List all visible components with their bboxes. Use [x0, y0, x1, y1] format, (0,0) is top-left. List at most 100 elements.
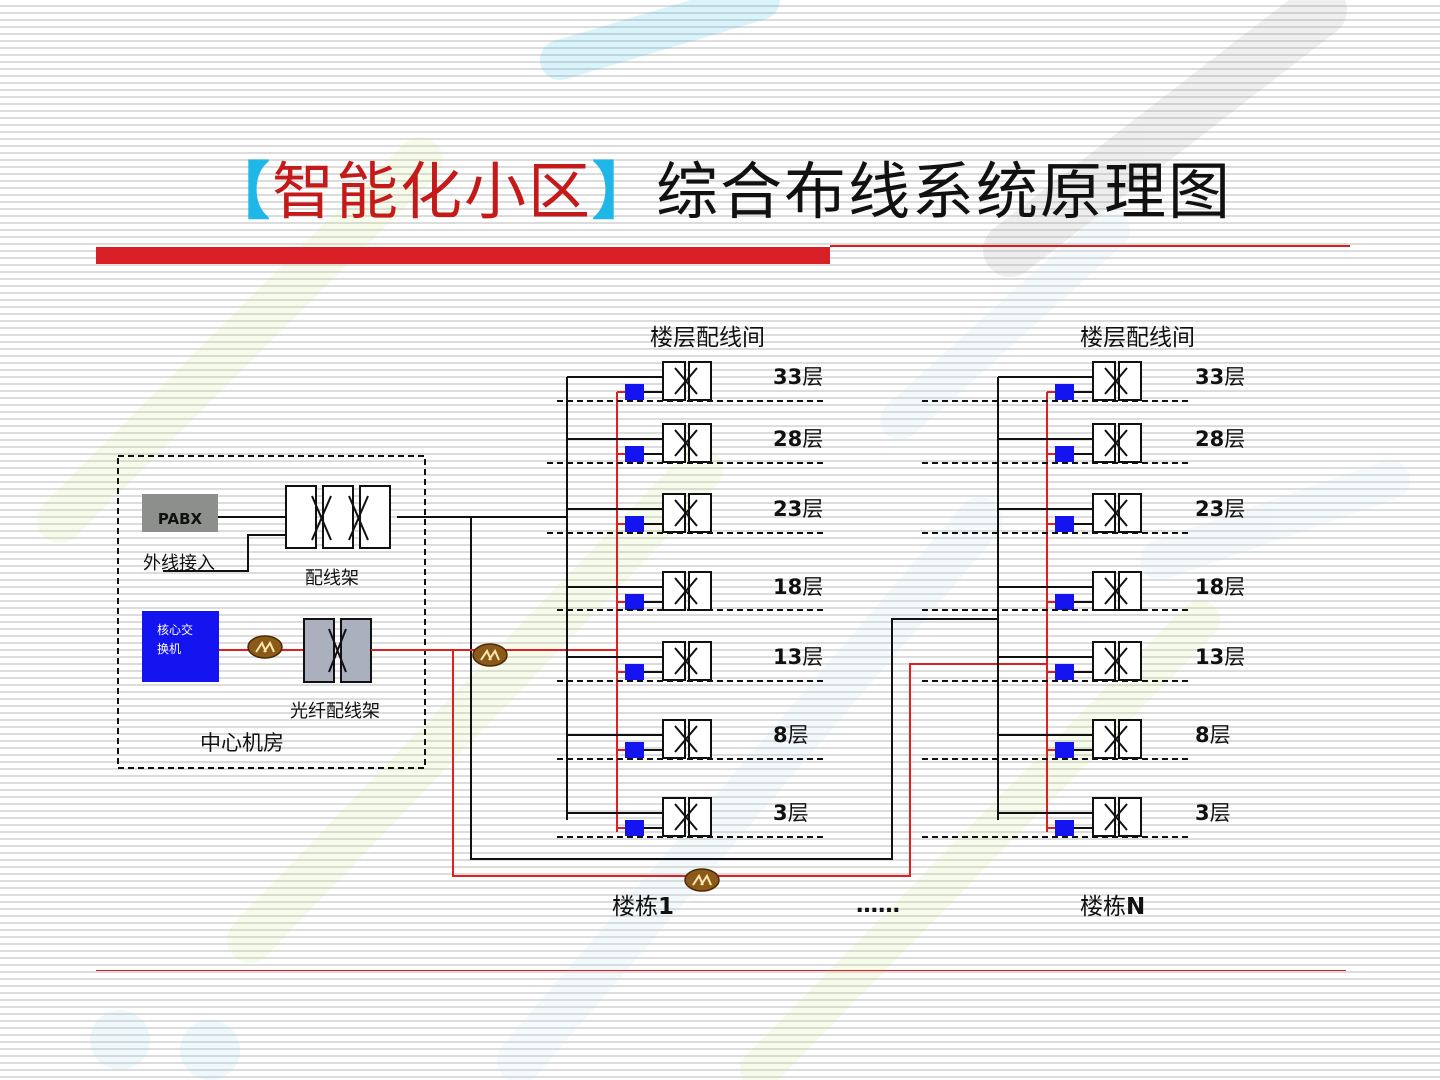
floor-label: 28层	[773, 427, 823, 451]
floor-row: 18层	[922, 571, 1245, 611]
fiber-switch-box	[625, 820, 644, 836]
floor-patch-panel	[1092, 493, 1142, 533]
footer-rule	[96, 970, 1346, 971]
building-label: 楼栋N	[1080, 894, 1145, 920]
fiber-switch-box	[625, 384, 644, 400]
floor-suffix: 层	[1224, 645, 1245, 669]
fiber-panel-label: 光纤配线架	[290, 701, 380, 722]
floor-row: 23层	[922, 493, 1245, 534]
buildings-ellipsis: ……	[856, 893, 900, 918]
floor-row: 28层	[547, 423, 826, 464]
title-open-bracket: 【	[207, 155, 272, 228]
floor-number: 18	[1195, 575, 1224, 599]
pabx-label: PABX	[158, 510, 203, 528]
floor-number: 23	[773, 497, 802, 521]
fiber-connectors	[247, 635, 720, 892]
pabx-box	[142, 494, 218, 532]
floor-row: 23层	[547, 493, 826, 534]
fiber-switch-box	[625, 594, 644, 610]
floor-suffix: 层	[802, 427, 823, 451]
floor-row: 33层	[557, 361, 826, 402]
floor-number: 23	[1195, 497, 1224, 521]
fiber-switch-box	[625, 742, 644, 758]
external-line-label: 外线接入	[143, 553, 215, 574]
patch-panel	[285, 485, 391, 549]
floor-patch-panel	[662, 641, 712, 681]
core-switch-box	[142, 611, 219, 682]
title-main: 综合布线系统原理图	[656, 155, 1233, 228]
floor-number: 3	[1195, 801, 1210, 825]
fiber-backbone-building-n	[452, 650, 1047, 877]
fiber-switch-box	[625, 516, 644, 532]
floor-suffix: 层	[788, 801, 809, 825]
floor-row: 3层	[557, 797, 826, 838]
building-label: 楼栋1	[612, 894, 674, 920]
floor-row: 18层	[557, 571, 826, 611]
fiber-connector-icon	[247, 635, 283, 659]
floor-number: 8	[773, 723, 788, 747]
floor-patch-panel	[662, 361, 712, 401]
floor-row: 8层	[557, 719, 826, 760]
floor-label: 28层	[1195, 427, 1245, 451]
fiber-switch-box	[1055, 384, 1074, 400]
title-underline-thick	[96, 247, 830, 264]
closet-label: 楼层配线间	[650, 325, 765, 351]
floor-label: 8层	[1195, 723, 1231, 747]
floor-patch-panel	[662, 719, 712, 759]
floor-number: 33	[1195, 365, 1224, 389]
floor-suffix: 层	[802, 575, 823, 599]
title-underline-thin	[830, 245, 1350, 247]
floor-patch-panel	[1092, 571, 1142, 611]
floor-suffix: 层	[1224, 497, 1245, 521]
fiber-panel	[303, 618, 372, 683]
floor-row: 28层	[922, 423, 1245, 464]
floor-row: 3层	[922, 797, 1231, 838]
fiber-switch-box	[1055, 446, 1074, 462]
fiber-switch-box	[1055, 742, 1074, 758]
floor-label: 13层	[1195, 645, 1245, 669]
floor-row: 33层	[922, 361, 1245, 402]
floor-patch-panel	[662, 797, 712, 837]
fiber-switch-box	[625, 446, 644, 462]
floor-patch-panel	[662, 493, 712, 533]
center-room: PABX 外线接入 配线架 核心交 换机 光纤配线架 中心机房	[117, 455, 426, 769]
floor-suffix: 层	[1210, 801, 1231, 825]
fiber-switch-box	[1055, 594, 1074, 610]
copper-backbone-building-n	[470, 517, 998, 860]
floor-label: 3层	[773, 801, 809, 825]
floor-suffix: 层	[802, 645, 823, 669]
floor-number: 28	[1195, 427, 1224, 451]
page-title: 【智能化小区】综合布线系统原理图	[0, 152, 1440, 232]
title-highlight: 智能化小区	[271, 155, 592, 228]
floor-number: 3	[773, 801, 788, 825]
floor-number: 13	[1195, 645, 1224, 669]
floor-number: 13	[773, 645, 802, 669]
floor-number: 8	[1195, 723, 1210, 747]
center-room-boundary	[117, 455, 426, 769]
floor-patch-panel	[1092, 797, 1142, 837]
floor-label: 18层	[773, 575, 823, 599]
center-room-label: 中心机房	[200, 731, 284, 755]
floor-row: 13层	[922, 641, 1245, 682]
fiber-switch-box	[1055, 664, 1074, 680]
floor-patch-panel	[662, 423, 712, 463]
floor-suffix: 层	[1210, 723, 1231, 747]
floor-row: 13层	[557, 641, 826, 682]
floor-label: 8层	[773, 723, 809, 747]
floor-number: 18	[773, 575, 802, 599]
floor-row: 8层	[922, 719, 1231, 760]
floor-suffix: 层	[802, 365, 823, 389]
floor-suffix: 层	[1224, 427, 1245, 451]
external-line-link	[163, 534, 286, 572]
floor-number: 28	[773, 427, 802, 451]
floor-label: 33层	[773, 365, 823, 389]
floor-label: 33层	[1195, 365, 1245, 389]
core-switch-label: 核心交 换机	[157, 622, 197, 656]
floor-patch-panel	[662, 571, 712, 611]
fiber-switch-box	[1055, 820, 1074, 836]
closet-label: 楼层配线间	[1080, 325, 1195, 351]
floor-patch-panel	[1092, 423, 1142, 463]
